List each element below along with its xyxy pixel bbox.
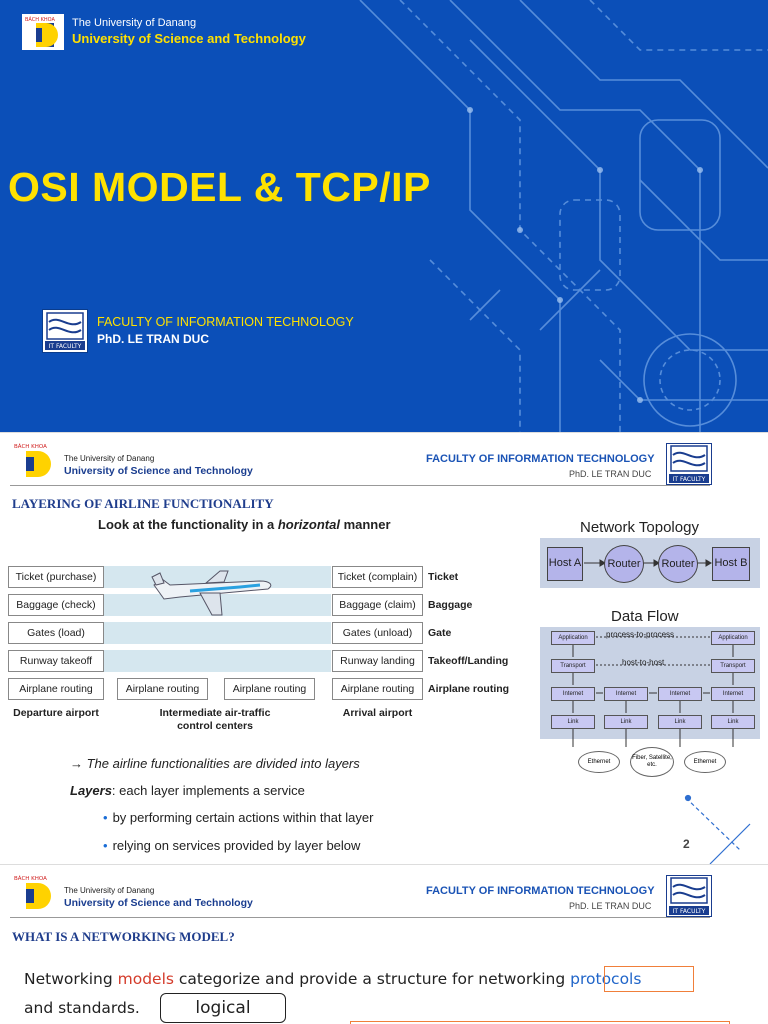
layer-label: Baggage — [428, 599, 473, 611]
section-title: WHAT IS A NETWORKING MODEL? — [12, 929, 235, 944]
faculty-name: FACULTY OF INFORMATION TECHNOLOGY — [97, 315, 354, 329]
university-full-name: University of Science and Technology — [72, 31, 306, 46]
circuit-decoration — [359, 0, 768, 432]
sub-bullet: by performing certain actions within tha… — [103, 810, 374, 825]
university-name: The University of Danang — [64, 454, 155, 463]
section-title: LAYERING OF AIRLINE FUNCTIONALITY — [12, 496, 274, 511]
it-faculty-logo: IT FACULTY — [42, 309, 88, 353]
page-number: 2 — [683, 837, 690, 851]
intermediate-cell: Airplane routing — [224, 678, 315, 700]
university-name: The University of Danang — [72, 17, 197, 29]
bullet-text: → The airline functionalities are divide… — [70, 756, 360, 771]
departure-cell: Runway takeoff — [8, 650, 104, 672]
departure-cell: Ticket (purchase) — [8, 566, 104, 588]
layer-band — [103, 650, 331, 672]
header-divider — [10, 917, 710, 918]
bachkhoa-logo: BÁCH KHOA — [12, 873, 56, 913]
sub-bullet: relying on services provided by layer be… — [103, 838, 361, 853]
layer-label: Ticket — [428, 571, 459, 583]
svg-text:IT FACULTY: IT FACULTY — [49, 343, 82, 350]
arrival-cell: Airplane routing — [332, 678, 423, 700]
layer-box: Link — [604, 715, 648, 729]
departure-cell: Gates (load) — [8, 622, 104, 644]
layer-box: Internet — [711, 687, 755, 701]
layer-box: Link — [658, 715, 702, 729]
departure-cell: Baggage (check) — [8, 594, 104, 616]
it-faculty-logo: IT FACULTY — [666, 875, 712, 917]
slide-title: OSI MODEL & TCP/IP — [8, 164, 431, 210]
dataflow-title: Data Flow — [611, 608, 679, 625]
host-b: Host B — [712, 547, 750, 581]
dataflow-links — [572, 636, 734, 747]
host-a: Host A — [547, 547, 583, 581]
layer-box: Application — [551, 631, 595, 645]
arrival-cell: Runway landing — [332, 650, 423, 672]
arrival-cell: Baggage (claim) — [332, 594, 423, 616]
author-name: PhD. LE TRAN DUC — [97, 332, 209, 346]
host-label: host-to-host — [622, 658, 665, 667]
departure-caption: Departure airport — [13, 707, 99, 719]
intermediate-caption: control centers — [177, 720, 253, 732]
faculty-name: FACULTY OF INFORMATION TECHNOLOGY — [426, 453, 655, 465]
svg-text:IT FACULTY: IT FACULTY — [673, 476, 706, 483]
router-2: Router — [658, 545, 698, 583]
svg-text:BÁCH KHOA: BÁCH KHOA — [14, 875, 47, 882]
bachkhoa-logo: BÁCH KHOA — [22, 14, 64, 50]
router-1: Router — [604, 545, 644, 583]
process-label: process-to-process — [606, 630, 675, 639]
university-name: The University of Danang — [64, 886, 155, 895]
layer-label: Takeoff/Landing — [428, 655, 509, 667]
title-slide: BÁCH KHOA The University of Danang Unive… — [0, 0, 768, 432]
svg-text:IT FACULTY: IT FACULTY — [673, 908, 706, 915]
networking-model-slide: BÁCH KHOA The University of Danang Unive… — [0, 864, 768, 1024]
layer-label: Airplane routing — [428, 683, 510, 695]
faculty-name: FACULTY OF INFORMATION TECHNOLOGY — [426, 885, 655, 897]
definition-line-2: and standards. — [24, 999, 140, 1017]
departure-cell: Airplane routing — [8, 678, 104, 700]
layer-box: Internet — [604, 687, 648, 701]
svg-text:BÁCH KHOA: BÁCH KHOA — [25, 16, 55, 23]
layer-box: Application — [711, 631, 755, 645]
airline-layering-slide: BÁCH KHOA The University of Danang Unive… — [0, 432, 768, 865]
layer-box: Link — [711, 715, 755, 729]
university-full-name: University of Science and Technology — [64, 465, 253, 477]
network-cloud: Ethernet — [684, 751, 726, 773]
arrival-caption: Arrival airport — [342, 707, 413, 719]
intermediate-cell: Airplane routing — [117, 678, 208, 700]
svg-text:BÁCH KHOA: BÁCH KHOA — [14, 443, 47, 450]
intermediate-caption: Intermediate air-traffic — [159, 707, 271, 719]
airplane-icon — [151, 570, 272, 616]
arrival-cell: Gates (unload) — [332, 622, 423, 644]
definition-line-1: Networking models categorize and provide… — [24, 970, 642, 988]
author-name: PhD. LE TRAN DUC — [569, 901, 652, 911]
bullet-text: Layers: each layer implements a service — [70, 783, 305, 798]
orange-highlight-box — [350, 1021, 730, 1024]
author-name: PhD. LE TRAN DUC — [569, 469, 652, 479]
it-faculty-logo: IT FACULTY — [666, 443, 712, 485]
arrival-cell: Ticket (complain) — [332, 566, 423, 588]
network-cloud: Ethernet — [578, 751, 620, 773]
protocols-highlight — [604, 966, 694, 992]
layer-box: Transport — [551, 659, 595, 673]
layer-box: Internet — [551, 687, 595, 701]
header-divider — [10, 485, 710, 486]
intro-text: Look at the functionality in a horizonta… — [98, 517, 391, 532]
network-cloud: Fiber, Satellite, etc. — [630, 747, 674, 777]
topology-title: Network Topology — [580, 519, 699, 536]
bachkhoa-logo: BÁCH KHOA — [12, 441, 56, 481]
layer-box: Transport — [711, 659, 755, 673]
logical-label: logical — [160, 993, 286, 1023]
layer-box: Link — [551, 715, 595, 729]
corner-decoration — [684, 794, 751, 865]
layer-band — [103, 622, 331, 644]
university-full-name: University of Science and Technology — [64, 897, 253, 909]
layer-label: Gate — [428, 627, 452, 639]
layer-box: Internet — [658, 687, 702, 701]
topology-links — [584, 559, 712, 567]
